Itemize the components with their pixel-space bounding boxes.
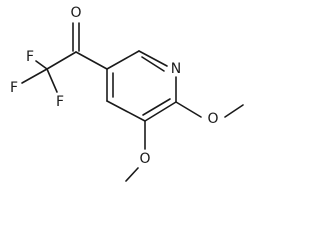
bond-c6-o-right <box>175 101 202 118</box>
carbonyl-oxygen-label: O <box>70 5 81 21</box>
bond-c-f-upper <box>35 60 48 70</box>
bond-c-f-lower <box>46 68 58 93</box>
ring-bond-c3-c2 <box>106 50 140 70</box>
bond-carbonyl-ring <box>75 51 108 70</box>
ring-nitrogen-label: N <box>171 61 181 77</box>
bond-o-methyl-lower <box>125 167 139 182</box>
fluorine-lower-label: F <box>56 94 64 110</box>
bond-o-methyl-right <box>224 104 244 118</box>
ring-bond-c6-c5-a <box>144 101 177 122</box>
ring-bond-c2-n-b <box>141 56 165 72</box>
ring-bond-c5-c4 <box>106 100 146 122</box>
fluorine-left-label: F <box>10 80 18 96</box>
methoxy-oxygen-right-label: O <box>207 111 218 127</box>
chemical-structure-diagram: O F F F N O O <box>10 5 244 182</box>
bond-c-f-left <box>21 68 48 84</box>
ring-bond-c2-n-a <box>138 50 168 67</box>
fluorine-upper-label: F <box>26 49 34 65</box>
methoxy-oxygen-lower-label: O <box>139 151 150 167</box>
ring-bond-c6-c5-b <box>142 98 171 116</box>
bond-carbonyl-cf3 <box>46 51 77 70</box>
